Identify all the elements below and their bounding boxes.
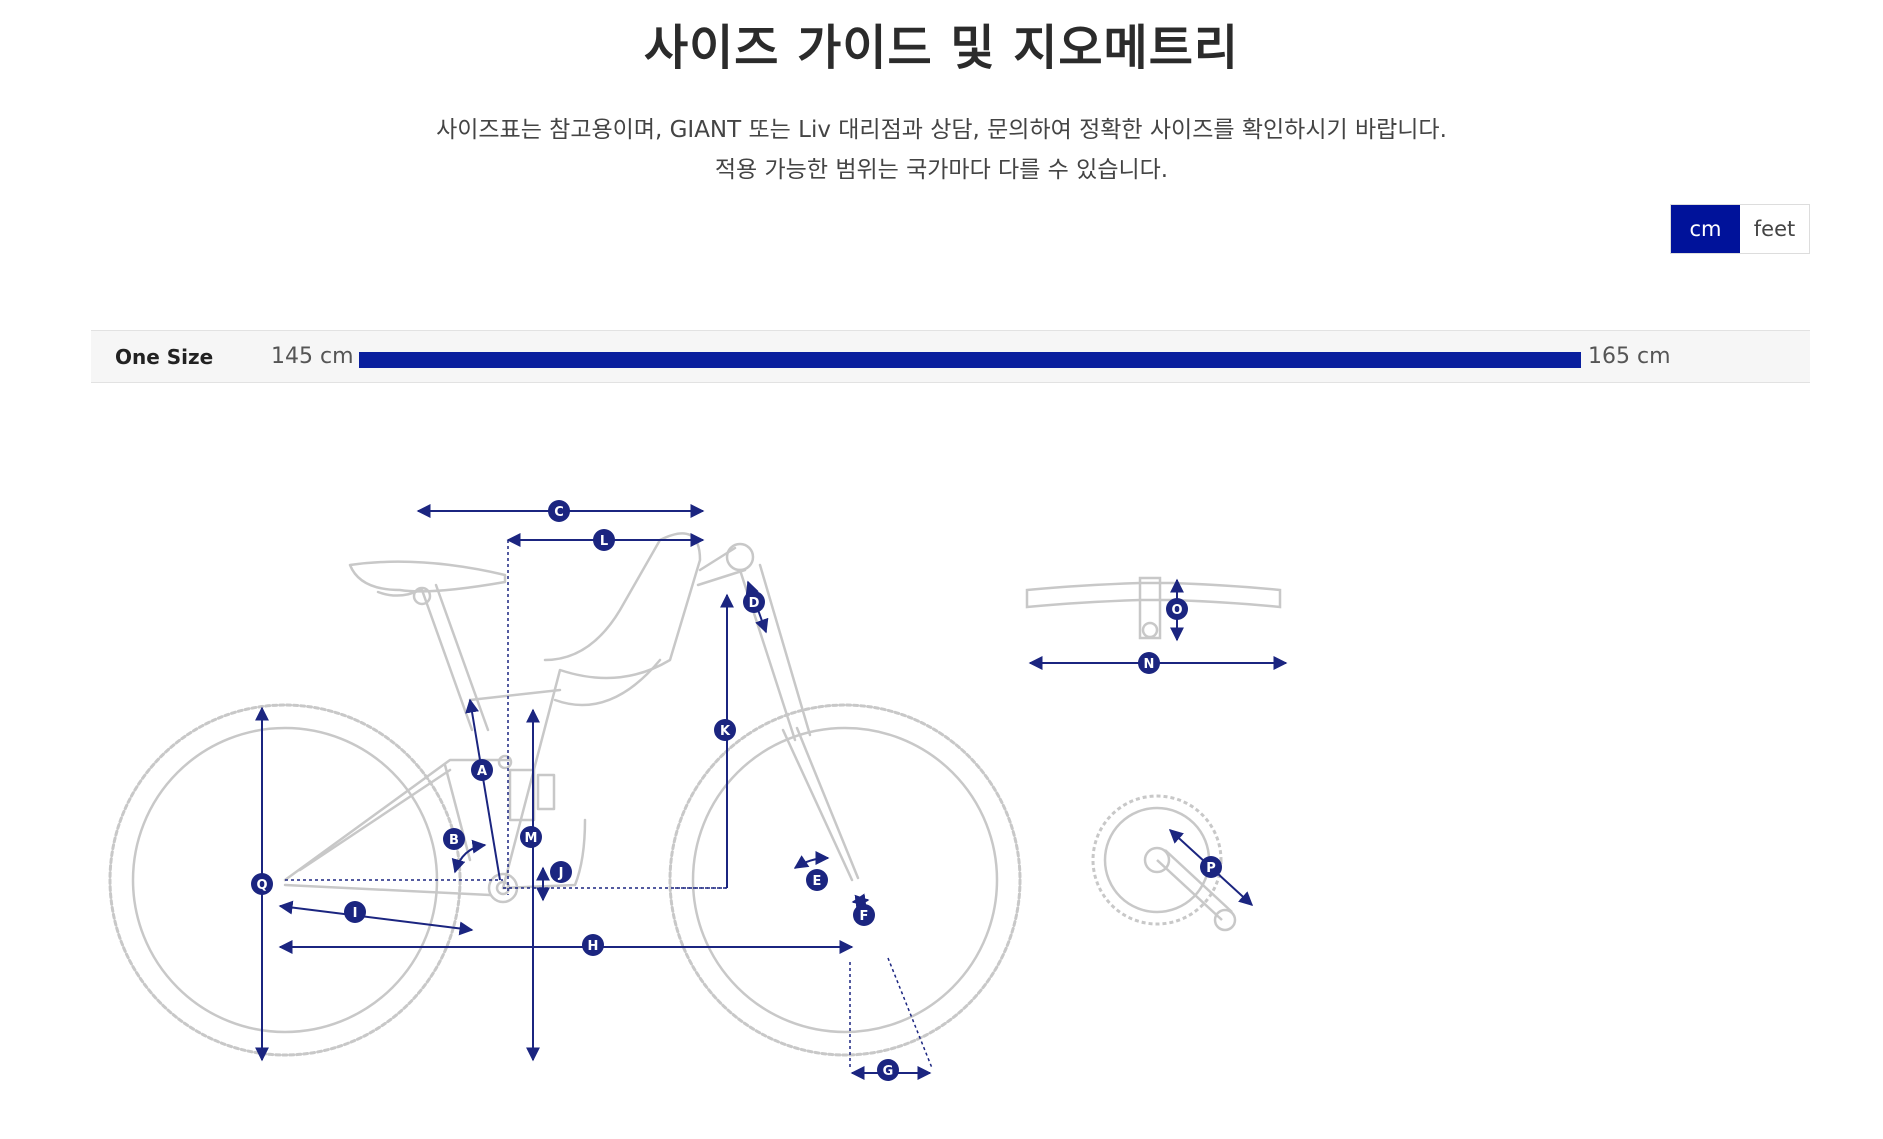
description-line-1: 사이즈표는 참고용이며, GIANT 또는 Liv 대리점과 상담, 문의하여 … (436, 117, 1447, 143)
label-f-badge: F (853, 904, 875, 926)
label-l-badge: L (593, 529, 615, 551)
unit-feet-button[interactable]: feet (1740, 205, 1809, 253)
description-line-2: 적용 가능한 범위는 국가마다 다를 수 있습니다. (714, 157, 1169, 183)
measurement-label-text: P (1206, 861, 1216, 876)
unit-toggle: cm feet (1670, 204, 1810, 254)
page-title: 사이즈 가이드 및 지오메트리 (643, 20, 1240, 76)
size-range-row: One Size 145 cm 165 cm (91, 330, 1810, 383)
range-max-label: 165 cm (1588, 344, 1671, 369)
handlebar-measurements (1028, 578, 1288, 670)
label-m-badge: M (520, 826, 542, 848)
label-j-badge: J (550, 861, 572, 883)
measurement-label-text: E (813, 874, 822, 889)
measurement-label-text: M (525, 831, 538, 846)
measurement-label-text: L (600, 534, 608, 549)
measurement-label-text: N (1144, 657, 1155, 672)
measurement-label-text: G (883, 1064, 894, 1079)
measurement-labels: A B C D E F G H I J K L M N O P Q (251, 500, 1222, 1081)
geometry-measurements (255, 504, 933, 1080)
measurement-label-text: F (860, 909, 869, 924)
label-a-badge: A (471, 759, 493, 781)
label-i-badge: I (344, 901, 366, 923)
range-min-label: 145 cm (271, 344, 354, 369)
label-h-badge: H (582, 934, 604, 956)
label-e-badge: E (806, 869, 828, 891)
bike-illustration (108, 532, 1022, 1057)
size-range-bar (359, 352, 1581, 368)
handlebar-illustration (1025, 576, 1282, 640)
measurement-label-text: D (749, 596, 760, 611)
size-label: One Size (115, 345, 214, 369)
size-guide-description: 사이즈표는 참고용이며, GIANT 또는 Liv 대리점과 상담, 문의하여 … (0, 110, 1883, 190)
label-k-badge: K (714, 719, 736, 741)
measurement-label-text: K (720, 724, 731, 739)
label-n-badge: N (1138, 652, 1160, 674)
measurement-label-text: J (558, 866, 564, 881)
label-q-badge: Q (251, 873, 273, 895)
measurement-label-text: Q (256, 878, 267, 893)
measurement-label-text: O (1171, 603, 1182, 618)
label-d-badge: D (743, 591, 765, 613)
label-g-badge: G (877, 1059, 899, 1081)
unit-cm-button[interactable]: cm (1671, 205, 1740, 253)
label-o-badge: O (1166, 598, 1188, 620)
measurement-label-text: B (449, 833, 459, 848)
label-c-badge: C (548, 500, 570, 522)
measurement-label-text: A (477, 764, 487, 779)
measurement-label-text: C (554, 505, 564, 520)
label-p-badge: P (1200, 856, 1222, 878)
measurement-label-text: I (353, 906, 358, 921)
label-b-badge: B (443, 828, 465, 850)
measurement-label-text: H (588, 939, 599, 954)
